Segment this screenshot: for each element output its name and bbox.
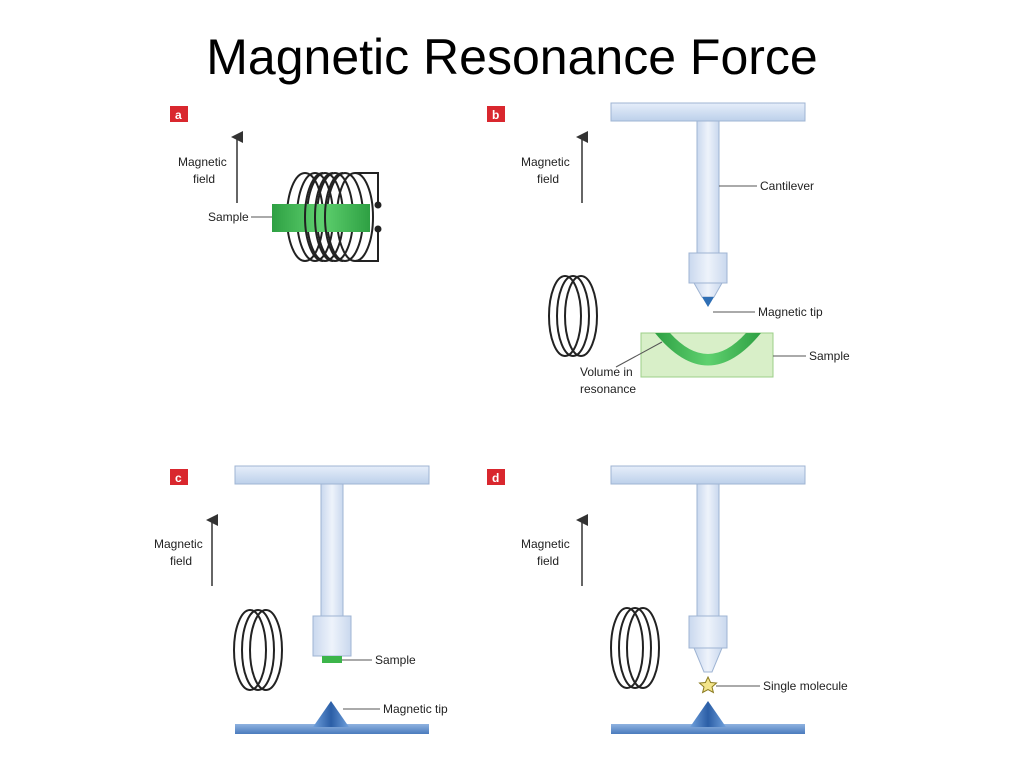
panel-d: d Magnetic field Single molecule: [487, 465, 848, 734]
panel-b-tip-label: Magnetic tip: [758, 305, 823, 319]
panel-a-sample: [272, 204, 370, 232]
panel-c-cantilever: [234, 465, 430, 657]
panel-b-volume-label-2: resonance: [580, 382, 636, 396]
panel-c-field-label-2: field: [170, 554, 192, 568]
panel-b-coil: [548, 275, 598, 357]
panel-d-base: [611, 724, 805, 734]
panel-d-molecule-label: Single molecule: [763, 679, 848, 693]
panel-a-field-label-1: Magnetic: [178, 155, 227, 169]
panel-b-resonance-volume: [655, 333, 761, 366]
panel-d-coil: [610, 607, 660, 689]
panel-c-field-label-1: Magnetic: [154, 537, 203, 551]
panel-b-volume-label-1: Volume in: [580, 365, 633, 379]
panel-a-sample-label: Sample: [208, 210, 249, 224]
panel-d-cantilever: [610, 465, 806, 673]
panel-b-badge: [487, 106, 505, 122]
panel-d-badge: [487, 469, 505, 485]
panel-a: a Magnetic field Sample: [170, 106, 382, 262]
panel-a-badge-text: a: [175, 108, 182, 122]
panel-c-sample: [322, 656, 342, 663]
panel-c-tip-label: Magnetic tip: [383, 702, 448, 716]
panel-b: b Magnetic field Cantilever Magnetic tip…: [487, 102, 850, 396]
page-title: Magnetic Resonance Force: [206, 29, 818, 85]
panel-b-field-label-1: Magnetic: [521, 155, 570, 169]
panel-b-magnetic-tip: [702, 297, 714, 307]
panel-b-badge-text: b: [492, 108, 499, 122]
panel-c-base: [235, 724, 429, 734]
panel-b-cantilever-label: Cantilever: [760, 179, 814, 193]
panel-d-molecule-icon: [698, 675, 718, 694]
panel-d-field-label-2: field: [537, 554, 559, 568]
panel-a-badge: [170, 106, 188, 122]
panel-d-badge-text: d: [492, 471, 499, 485]
panel-d-field-label-1: Magnetic: [521, 537, 570, 551]
panel-a-coil-leads: [355, 172, 379, 262]
panel-c-coil: [233, 609, 283, 691]
panel-c-sample-label: Sample: [375, 653, 416, 667]
panel-b-field-label-2: field: [537, 172, 559, 186]
panel-c-magnetic-tip: [313, 701, 349, 727]
panel-b-sample-label: Sample: [809, 349, 850, 363]
panel-d-magnetic-tip: [690, 701, 726, 727]
panel-c-badge-text: c: [175, 471, 182, 485]
panel-c: c Magnetic field Sample Magnetic tip: [154, 465, 448, 734]
panel-c-badge: [170, 469, 188, 485]
panel-b-cantilever: [610, 102, 806, 298]
panel-a-field-label-2: field: [193, 172, 215, 186]
